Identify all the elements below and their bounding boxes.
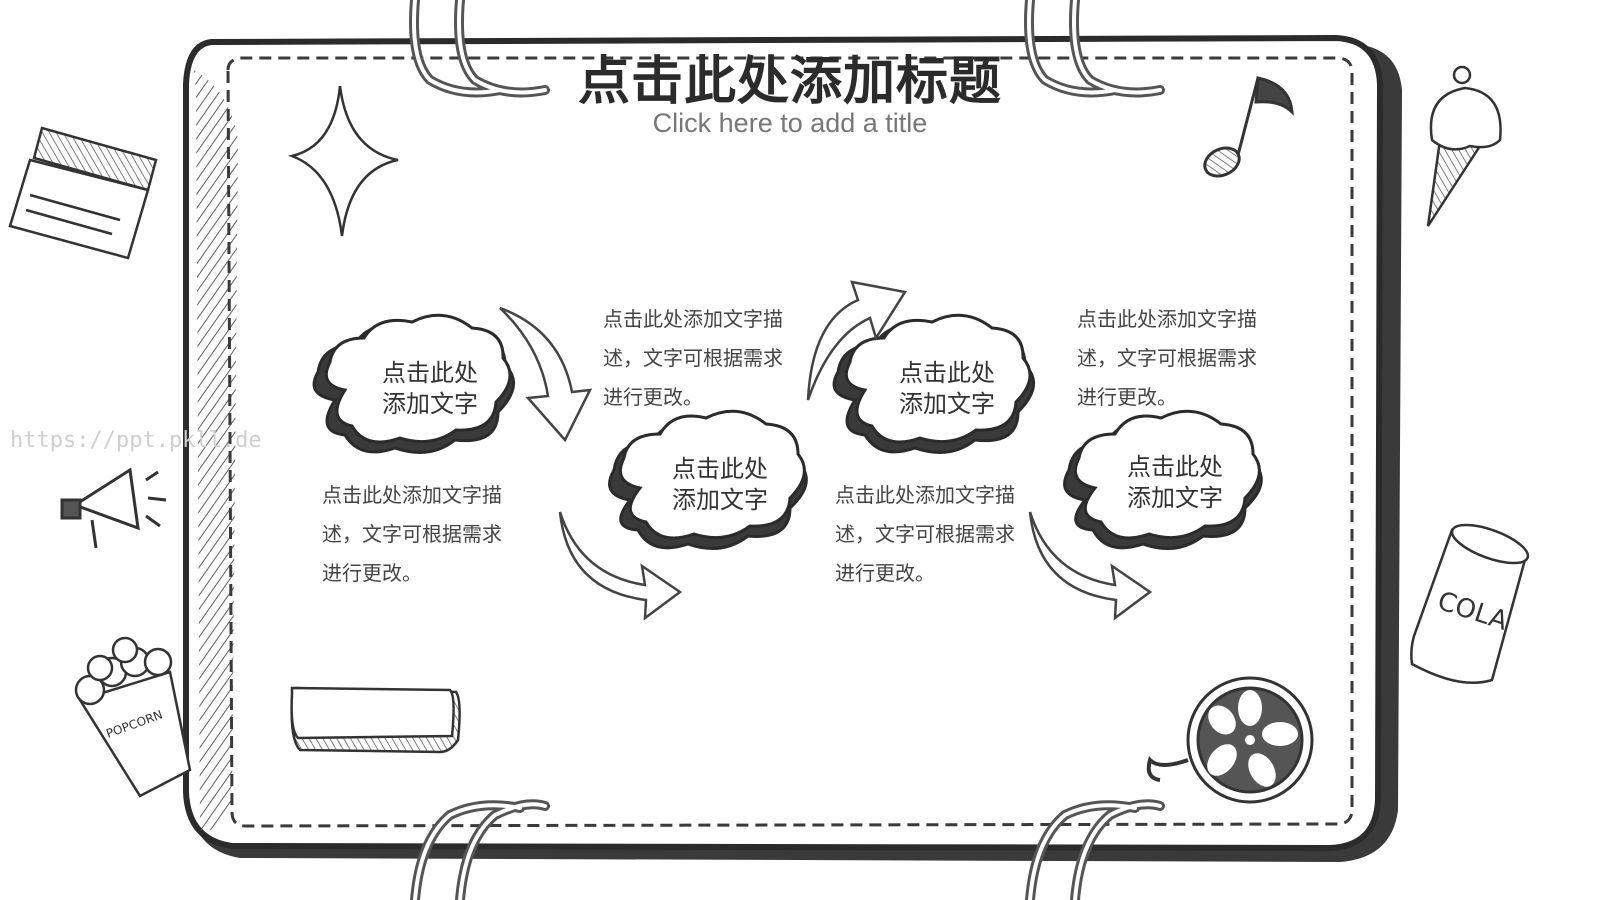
arrow-2 <box>558 511 683 621</box>
cola-can-icon: COLA <box>1410 523 1530 685</box>
music-note-icon <box>1203 76 1294 178</box>
cloud-label-2-line2: 添加文字 <box>672 486 768 514</box>
blank-plaque <box>290 686 461 754</box>
cloud-label-2-line1: 点击此处 <box>672 455 768 483</box>
flow-arrows <box>499 280 1153 621</box>
slide-title[interactable]: 点击此处添加标题 <box>577 52 1002 112</box>
description-1[interactable]: 点击此处添加文字描 述，文字可根据需求 进行更改。 <box>603 300 818 417</box>
description-4-line2: 述，文字可根据需求 <box>835 522 1015 546</box>
film-reel-icon <box>1146 676 1314 804</box>
description-1-line2: 述，文字可根据需求 <box>603 346 783 370</box>
cloud-label-1[interactable]: 点击此处 添加文字 <box>330 358 530 420</box>
megaphone-icon <box>60 467 167 549</box>
cloud-label-3-line1: 点击此处 <box>899 359 995 387</box>
description-2-line2: 述，文字可根据需求 <box>1077 346 1257 370</box>
description-1-line3: 进行更改。 <box>603 385 703 409</box>
slide-subtitle[interactable]: Click here to add a title <box>652 108 928 138</box>
arrow-3 <box>806 280 908 401</box>
description-3-line2: 述，文字可根据需求 <box>322 522 502 546</box>
cloud-label-4[interactable]: 点击此处 添加文字 <box>1075 452 1275 514</box>
description-2-line1: 点击此处添加文字描 <box>1077 307 1257 331</box>
description-3[interactable]: 点击此处添加文字描 述，文字可根据需求 进行更改。 <box>322 476 537 593</box>
description-4-line3: 进行更改。 <box>835 561 935 585</box>
arrow-4 <box>1028 511 1153 621</box>
description-2[interactable]: 点击此处添加文字描 述，文字可根据需求 进行更改。 <box>1077 300 1292 417</box>
description-3-line1: 点击此处添加文字描 <box>322 483 502 507</box>
cloud-label-3[interactable]: 点击此处 添加文字 <box>847 358 1047 420</box>
cloud-label-4-line2: 添加文字 <box>1127 484 1223 512</box>
clapperboard-icon <box>8 126 158 260</box>
description-3-line3: 进行更改。 <box>322 561 422 585</box>
cloud-label-2[interactable]: 点击此处 添加文字 <box>620 454 820 516</box>
cloud-label-1-line1: 点击此处 <box>382 359 478 387</box>
description-2-line3: 进行更改。 <box>1077 385 1177 409</box>
description-1-line1: 点击此处添加文字描 <box>603 307 783 331</box>
cloud-label-1-line2: 添加文字 <box>382 390 478 418</box>
description-4[interactable]: 点击此处添加文字描 述，文字可根据需求 进行更改。 <box>835 476 1050 593</box>
description-4-line1: 点击此处添加文字描 <box>835 483 1015 507</box>
arrow-1 <box>499 306 593 443</box>
sparkle-icon <box>287 85 399 237</box>
popcorn-icon: POPCORN <box>74 636 192 798</box>
cloud-label-3-line2: 添加文字 <box>899 390 995 418</box>
cloud-shapes <box>312 313 1263 550</box>
cloud-label-4-line1: 点击此处 <box>1127 453 1223 481</box>
ice-cream-icon <box>1426 65 1502 227</box>
watermark-text: https://ppt.pkll.de <box>10 428 262 453</box>
